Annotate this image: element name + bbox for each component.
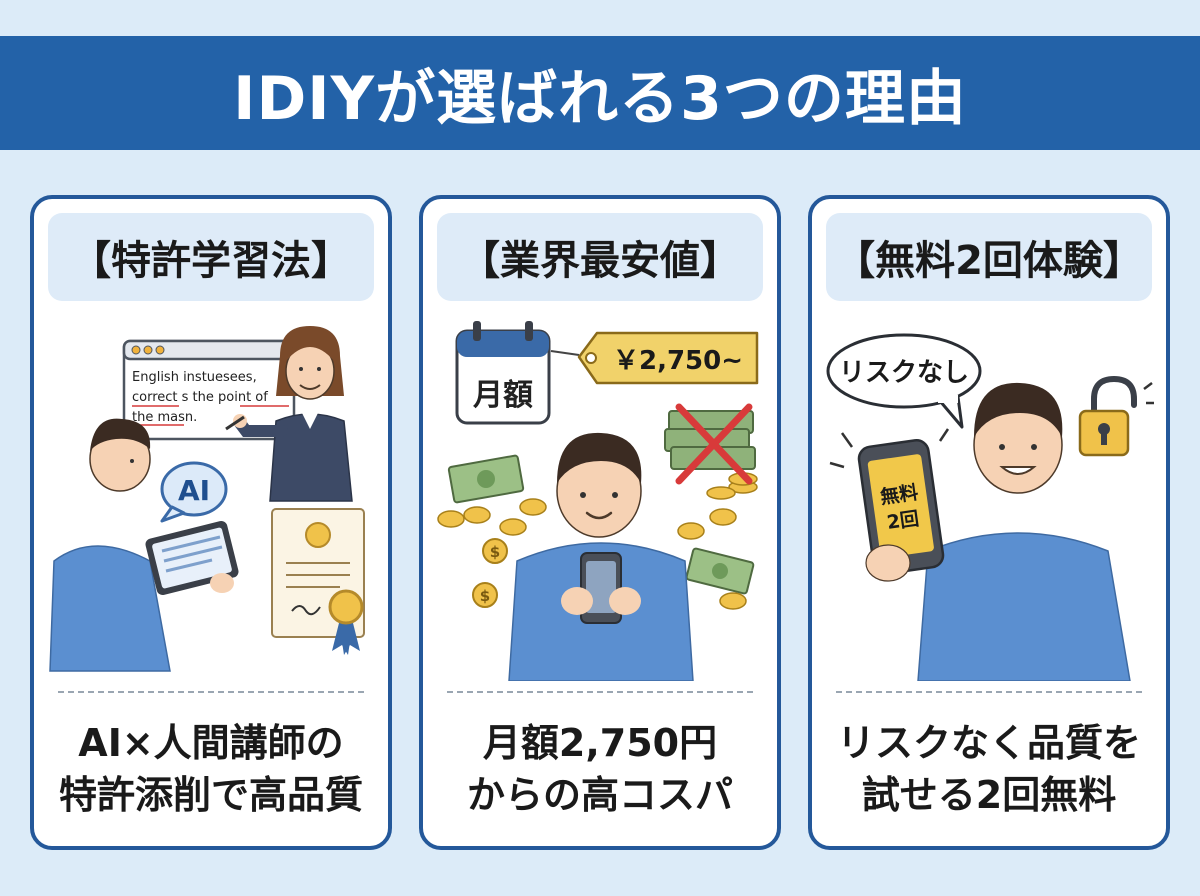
speech-text: リスクなし — [839, 358, 969, 388]
phone-screen-line-1: 無料 — [879, 481, 920, 509]
smartphone-icon: 無料 2回 — [829, 428, 950, 582]
description-line-2: 試せる2回無料 — [861, 773, 1117, 817]
unlocked-padlock-icon — [1078, 375, 1154, 457]
dashed-divider — [447, 691, 753, 693]
card-description: リスクなく品質を 試せる2回無料 — [818, 709, 1160, 829]
dollar-coin-icon: $ $ — [472, 538, 508, 608]
phone-screen-line-2: 2回 — [885, 508, 920, 534]
svg-text:$: $ — [490, 543, 500, 561]
banknote-icon — [447, 454, 525, 504]
description-line-2: 特許添削で高品質 — [58, 773, 363, 817]
dashed-divider — [58, 691, 364, 693]
description-line-1: 月額2,750円 — [482, 721, 718, 765]
browser-window-icon: English instuesees, correct s the point … — [122, 339, 296, 441]
title-banner: IDIYが選ばれる3つの理由 — [0, 36, 1200, 150]
reason-card-free-trial: 【無料2回体験】 リスクなし — [808, 195, 1170, 850]
card-heading: 【無料2回体験】 — [835, 238, 1143, 284]
coin-icon — [437, 498, 747, 610]
card-heading-box: 【業界最安値】 — [437, 213, 763, 301]
page-title: IDIYが選ばれる3つの理由 — [233, 63, 967, 134]
banknote-icon — [685, 547, 755, 595]
ai-badge: AI — [178, 474, 210, 507]
speech-bubble-icon: リスクなし — [826, 333, 982, 429]
free-trial-illustration: リスクなし 無料 2回 — [826, 333, 1154, 681]
svg-text:$: $ — [480, 587, 490, 605]
reason-card-lowest-price: 【業界最安値】 月額 ￥2,750~ — [419, 195, 781, 850]
person-with-phone — [508, 432, 694, 681]
dashed-divider — [836, 691, 1142, 693]
patent-learning-illustration: English instuesees, correct s the point … — [49, 326, 365, 672]
person-with-phone — [917, 382, 1131, 681]
teacher-person — [225, 326, 353, 502]
description-line-2: からの高コスパ — [466, 773, 733, 817]
price-tag-text: ￥2,750~ — [613, 346, 743, 376]
card-heading: 【特許学習法】 — [71, 238, 351, 284]
student-person — [49, 418, 171, 672]
card-heading-box: 【無料2回体験】 — [826, 213, 1152, 301]
price-tag-icon: ￥2,750~ — [550, 331, 759, 385]
award-ribbon-icon — [328, 589, 364, 655]
tablet-icon — [145, 520, 239, 596]
calendar-icon: 月額 — [455, 321, 551, 425]
screen-text-line-3: the masn. — [132, 410, 197, 425]
red-cross-icon — [675, 403, 753, 485]
description-line-1: AI×人間講師の — [78, 721, 344, 765]
lowest-price-illustration: 月額 ￥2,750~ — [437, 321, 759, 681]
ai-speech-bubble-icon: AI — [160, 461, 228, 523]
screen-text-line-2: correct s the point of — [132, 390, 268, 405]
screen-text-line-1: English instuesees, — [132, 370, 257, 385]
description-line-1: リスクなく品質を — [836, 721, 1141, 765]
card-heading-box: 【特許学習法】 — [48, 213, 374, 301]
card-description: 月額2,750円 からの高コスパ — [429, 709, 771, 829]
card-description: AI×人間講師の 特許添削で高品質 — [40, 709, 382, 829]
reason-card-patent-learning: 【特許学習法】 English instuesees, correct s th… — [30, 195, 392, 850]
money-stack-icon — [664, 410, 758, 500]
calendar-label: 月額 — [473, 378, 533, 413]
card-heading: 【業界最安値】 — [460, 238, 740, 284]
